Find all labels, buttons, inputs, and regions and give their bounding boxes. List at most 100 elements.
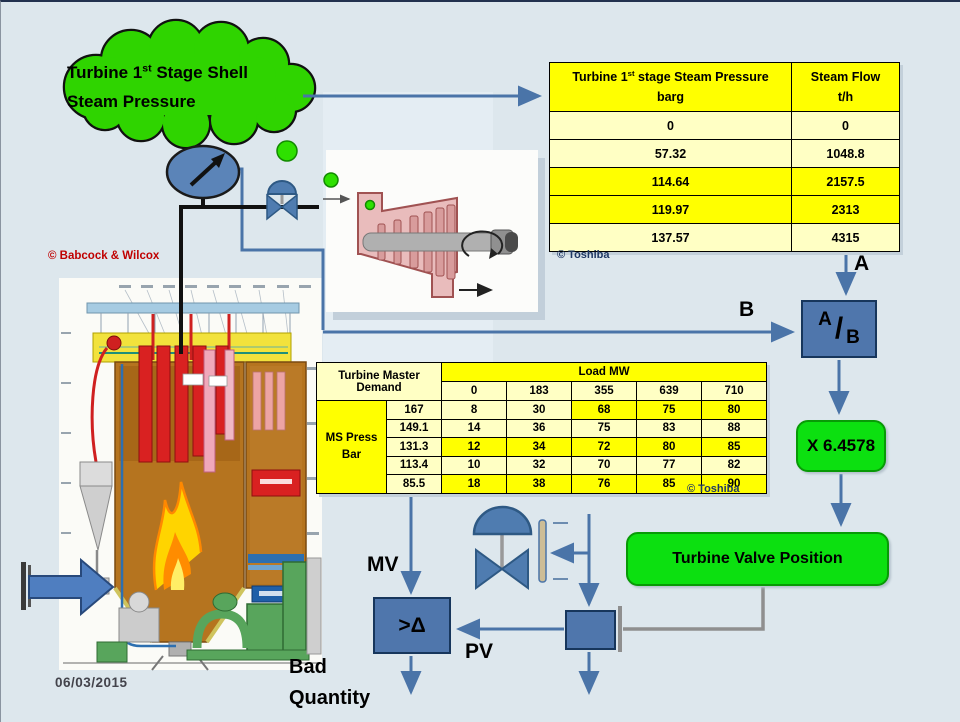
value-cell: 70 xyxy=(571,455,638,475)
green-indicator-dot xyxy=(276,140,298,162)
value-cell: 85 xyxy=(636,474,703,494)
load-column-header: 710 xyxy=(701,381,768,401)
pressure-column-header: Turbine 1st stage Steam Pressure barg xyxy=(549,62,792,112)
table-header-row: Turbine Master Demand Load MW xyxy=(315,362,768,401)
turbine-cross-section xyxy=(357,192,518,298)
value-cell: 76 xyxy=(571,474,638,494)
flame xyxy=(152,481,203,591)
cloud-title-line1: Turbine 1 xyxy=(67,63,143,82)
valve-position-feedback-line xyxy=(618,587,765,652)
bad-quantity-label: Bad Quantity xyxy=(289,656,371,709)
value-cell: 88 xyxy=(701,418,768,438)
value-cell: 77 xyxy=(636,455,703,475)
control-valve-icon xyxy=(472,505,533,590)
pressure-cell: 85.5 xyxy=(385,474,443,494)
value-cell: 80 xyxy=(636,437,703,457)
multiplier-block: X 6.4578 xyxy=(796,420,886,472)
pressure-cell: 57.32 xyxy=(549,139,792,168)
steam-pressure-flow-table: Turbine 1st stage Steam Pressure barg St… xyxy=(549,62,900,252)
flow-cell: 0 xyxy=(791,111,900,140)
boiler-annotation-marks xyxy=(61,285,319,535)
pipe-valve-icon xyxy=(266,180,298,221)
date-label: 06/03/2015 xyxy=(55,675,128,690)
value-cell: 68 xyxy=(571,400,638,420)
label-mv: MV xyxy=(367,553,399,576)
value-cell: 18 xyxy=(441,474,508,494)
green-indicator-dot xyxy=(364,199,376,211)
deviation-block: >Δ xyxy=(373,597,451,654)
load-mw-header: Load MW xyxy=(441,362,768,382)
label-pv: PV xyxy=(465,640,494,663)
junction-block xyxy=(565,610,616,650)
divide-block: A / B xyxy=(801,300,877,358)
value-cell: 72 xyxy=(571,437,638,457)
green-indicator-dot xyxy=(323,172,339,188)
value-cell: 85 xyxy=(701,437,768,457)
label-b: B xyxy=(739,298,755,321)
pressure-cell: 149.1 xyxy=(385,418,443,438)
flow-cell: 2313 xyxy=(791,195,900,224)
value-cell: 75 xyxy=(636,400,703,420)
value-cell: 8 xyxy=(441,400,508,420)
value-cell: 34 xyxy=(506,437,573,457)
value-cell: 36 xyxy=(506,418,573,438)
coal-feed-arrow xyxy=(21,557,115,617)
load-column-header: 0 xyxy=(441,381,508,401)
value-cell: 32 xyxy=(506,455,573,475)
flow-cell: 1048.8 xyxy=(791,139,900,168)
load-column-header: 183 xyxy=(506,381,573,401)
load-column-header: 639 xyxy=(636,381,703,401)
pressure-cell: 113.4 xyxy=(385,455,443,475)
pressure-cell: 131.3 xyxy=(385,437,443,457)
load-column-header: 355 xyxy=(571,381,638,401)
flow-cell: 4315 xyxy=(791,223,900,252)
value-cell: 82 xyxy=(701,455,768,475)
value-cell: 38 xyxy=(506,474,573,494)
value-cell: 12 xyxy=(441,437,508,457)
pressure-gauge-icon xyxy=(165,144,241,200)
cloud-title: Turbine 1st Stage Shell Steam Pressure xyxy=(67,59,302,117)
value-cell: 30 xyxy=(506,400,573,420)
toshiba-credit-mid: © Toshiba xyxy=(687,483,740,495)
pressure-cell: 0 xyxy=(549,111,792,140)
value-cell: 80 xyxy=(701,400,768,420)
valve-positioner-bar xyxy=(538,519,568,583)
value-cell: 75 xyxy=(571,418,638,438)
turbine-shaft xyxy=(362,232,504,252)
cloud-title-line2: Steam Pressure xyxy=(67,91,196,111)
turbine-valve-position-block: Turbine Valve Position xyxy=(626,532,889,586)
babcock-credit: © Babcock & Wilcox xyxy=(48,250,160,262)
label-a: A xyxy=(854,252,870,275)
value-cell: 10 xyxy=(441,455,508,475)
boiler-cutaway-diagram xyxy=(21,278,322,671)
pressure-cell: 167 xyxy=(385,400,443,420)
value-cell: 83 xyxy=(636,418,703,438)
cloud-shape xyxy=(62,18,317,150)
boiler-green-ductwork xyxy=(96,561,310,663)
value-cell: 90 xyxy=(701,474,768,494)
value-cell: 14 xyxy=(441,418,508,438)
corner-header: Turbine Master Demand xyxy=(315,362,443,401)
green-indicator-dots xyxy=(276,140,376,211)
flow-cell: 2157.5 xyxy=(791,167,900,196)
pressure-cell: 137.57 xyxy=(549,223,792,252)
flow-column-header: Steam Flow t/h xyxy=(791,62,900,112)
pressure-cell: 114.64 xyxy=(549,167,792,196)
table-header-row: Turbine 1st stage Steam Pressure barg St… xyxy=(549,62,900,112)
rotation-arrow xyxy=(461,230,504,257)
pressure-cell: 119.97 xyxy=(549,195,792,224)
